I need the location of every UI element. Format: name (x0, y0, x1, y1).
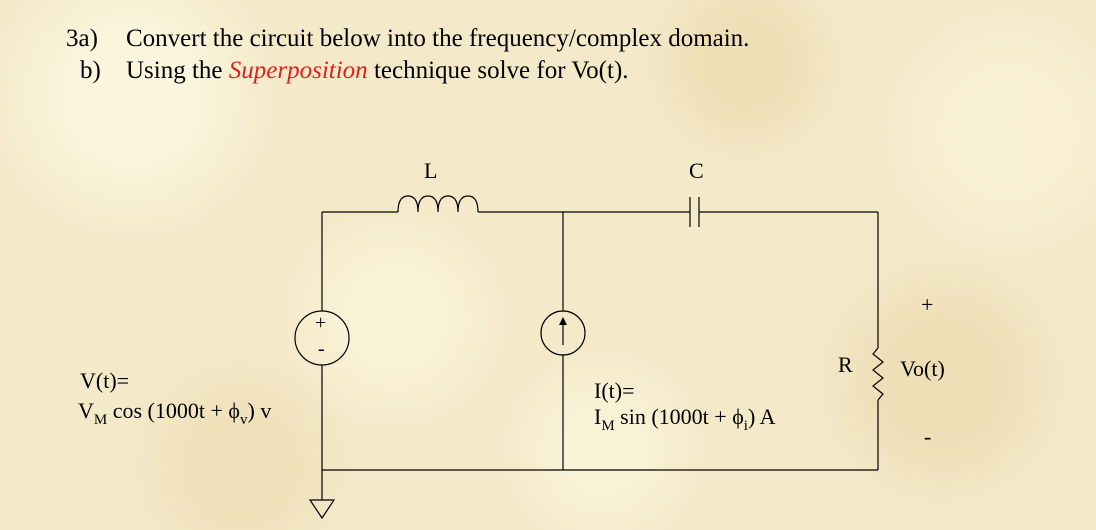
current-source-line2: IM sin (1000t + ϕi) A (594, 404, 776, 434)
resistor-label: R (838, 352, 853, 377)
part-b-text-before: Using the (126, 57, 223, 84)
im-subscript: M (601, 418, 615, 434)
current-expression: sin (1000t + ϕ (614, 404, 744, 429)
output-plus: + (921, 292, 934, 317)
voltage-source-minus: - (318, 338, 325, 360)
current-source-line1: I(t)= (594, 378, 635, 403)
voltage-expression: cos (1000t + ϕ (107, 398, 240, 423)
capacitor-label: C (689, 158, 704, 183)
part-b-text-after: technique solve for Vo(t). (373, 57, 629, 84)
voltage-unit: ) v (247, 398, 272, 423)
current-unit: ) A (747, 404, 776, 429)
voltage-source-line1: V(t)= (80, 368, 130, 393)
output-minus: - (924, 424, 932, 449)
output-label: Vo(t) (900, 356, 945, 381)
inductor-label: L (424, 158, 438, 183)
superposition-highlight: Superposition (228, 57, 368, 84)
vm-symbol: V (78, 398, 94, 423)
im-symbol: I (594, 404, 602, 429)
ground-symbol (308, 499, 336, 520)
phase-i-subscript: i (743, 418, 748, 434)
part-b-label: b) (80, 57, 101, 84)
part-a-label: 3a) (66, 25, 98, 52)
resistor-symbol (872, 347, 884, 401)
vm-subscript: M (93, 412, 108, 428)
voltage-source-line2: VM cos (1000t + ϕv) v (78, 398, 272, 428)
part-b-text: Using the Superposition technique solve … (126, 56, 629, 86)
voltage-source-plus: + (315, 312, 327, 334)
part-a-text: Convert the circuit below into the frequ… (126, 25, 750, 52)
current-arrow-head (559, 317, 567, 325)
inductor-symbol (397, 195, 479, 213)
phase-v-subscript: v (240, 412, 248, 428)
